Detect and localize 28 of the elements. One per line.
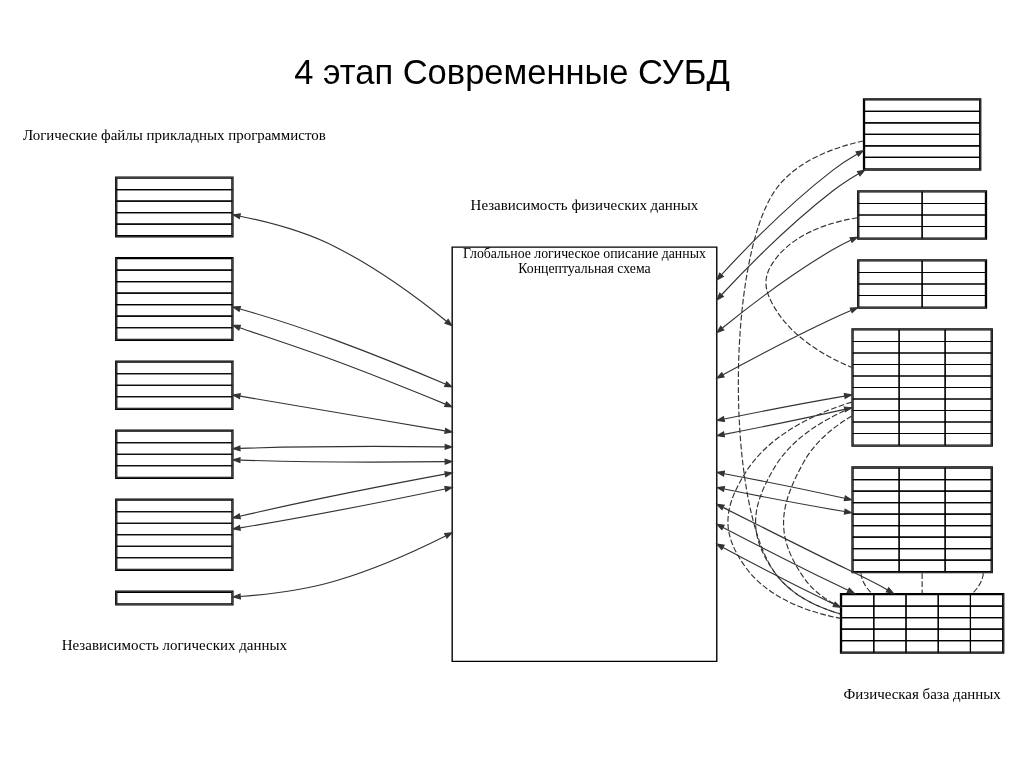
node-box: Глобальное логическое описание данных Концептуальная схема	[451, 246, 718, 663]
arrow	[715, 503, 895, 595]
arrow	[715, 470, 854, 502]
connector	[921, 572, 923, 594]
arrow	[715, 523, 857, 595]
diagram-title: 4 этап Современные СУБД	[294, 52, 730, 91]
arrow	[231, 531, 454, 600]
arrow	[715, 149, 865, 282]
label: Физическая база данных	[843, 685, 1001, 702]
arrow	[231, 471, 454, 520]
arrow	[231, 324, 454, 408]
arrow	[231, 213, 454, 327]
arrow	[231, 305, 454, 388]
label: Независимость физических данных	[470, 196, 699, 213]
arrow	[231, 456, 454, 465]
arrow	[715, 485, 854, 515]
arrow	[715, 169, 867, 302]
arrow	[231, 485, 454, 531]
connector	[971, 572, 984, 594]
arrow	[715, 236, 859, 334]
arrow	[231, 443, 454, 452]
label: Независимость логических данных	[61, 637, 287, 654]
connector	[737, 140, 864, 615]
connector	[765, 217, 858, 368]
arrow	[231, 393, 454, 434]
label: Логические файлы прикладных программистов	[22, 126, 326, 143]
connector	[860, 572, 873, 594]
arrow	[715, 307, 860, 379]
